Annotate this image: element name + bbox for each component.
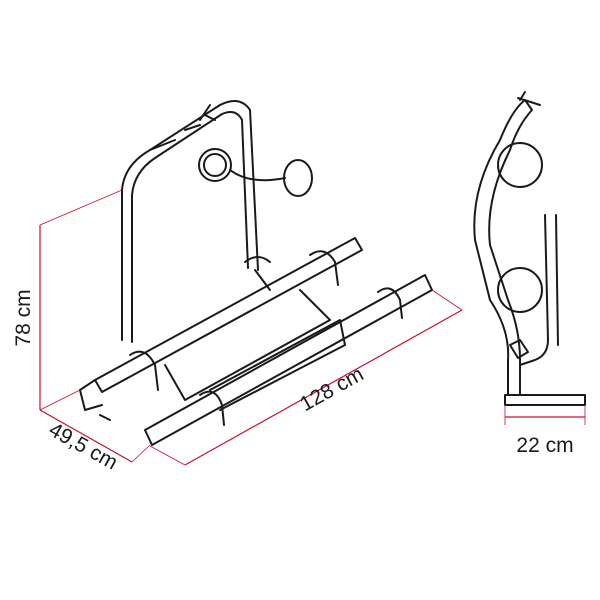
wheel-holder-rear xyxy=(283,159,313,197)
side-clamp xyxy=(509,339,529,359)
strap-front xyxy=(199,287,403,426)
holder-arm xyxy=(229,169,286,182)
depth-label: 49,5 cm xyxy=(45,418,121,474)
side-rail xyxy=(504,394,586,406)
ext-line xyxy=(431,289,463,311)
rack-frame xyxy=(121,100,259,343)
mount-clamp xyxy=(244,256,271,291)
depth-dimension-line xyxy=(39,409,133,463)
side-depth-label: 22 cm xyxy=(516,434,573,457)
rail-front xyxy=(144,274,433,446)
base-frame xyxy=(164,289,346,411)
side-mount xyxy=(519,214,559,366)
rail-rear xyxy=(94,237,363,393)
side-wheel-holder-1 xyxy=(497,142,543,188)
ext-line xyxy=(131,444,151,463)
rack-perspective-view xyxy=(79,100,433,446)
ext-line xyxy=(39,189,123,226)
length-label: 128 cm xyxy=(296,363,367,417)
ext-line xyxy=(149,445,186,466)
wheel-holder-front xyxy=(198,148,232,182)
rack-crossbar xyxy=(149,124,201,151)
height-label: 78 cm xyxy=(12,289,35,346)
side-wheel-holder-2 xyxy=(497,267,543,313)
rail-end-rear xyxy=(79,379,111,421)
side-knob xyxy=(517,91,541,106)
rack-side-view xyxy=(473,91,586,406)
ext-line xyxy=(39,389,81,411)
clamp-knob xyxy=(199,104,216,121)
wheel-holder-inner xyxy=(203,153,227,177)
dimension-lines xyxy=(39,189,586,466)
strap-rear xyxy=(129,250,339,391)
length-dimension-line xyxy=(184,309,463,466)
